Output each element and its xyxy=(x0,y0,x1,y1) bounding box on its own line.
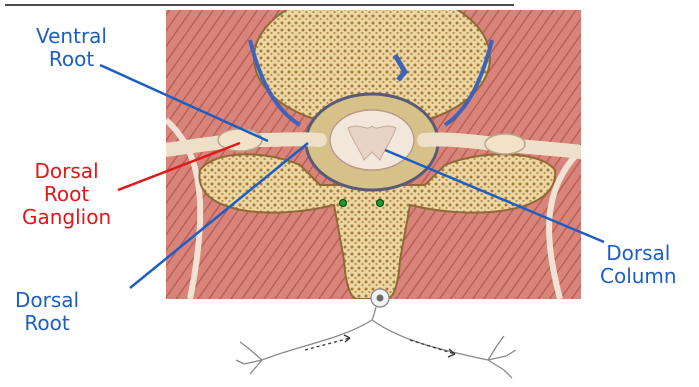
label-drg-line3: Ganglion xyxy=(22,206,111,229)
label-dorsal-root-line1: Dorsal xyxy=(15,289,79,312)
marker-dot-right xyxy=(377,200,384,207)
label-drg-line1: Dorsal xyxy=(22,160,111,183)
label-dorsal-root-line2: Root xyxy=(15,312,79,335)
label-dorsal-column-line1: Dorsal xyxy=(600,242,677,265)
label-ventral-root-line2: Root xyxy=(36,48,107,71)
label-dorsal-root: Dorsal Root xyxy=(15,289,79,335)
cross-section-panel xyxy=(166,0,581,299)
label-ventral-root-line1: Ventral xyxy=(36,25,107,48)
label-dorsal-root-ganglion: Dorsal Root Ganglion xyxy=(22,160,111,229)
right-ganglion xyxy=(485,134,525,154)
neuron-sketch xyxy=(236,289,516,378)
label-dorsal-column-line2: Column xyxy=(600,265,677,288)
label-drg-line2: Root xyxy=(22,183,111,206)
label-ventral-root: Ventral Root xyxy=(36,25,107,71)
label-dorsal-column: Dorsal Column xyxy=(600,242,677,288)
marker-dot-left xyxy=(340,200,347,207)
